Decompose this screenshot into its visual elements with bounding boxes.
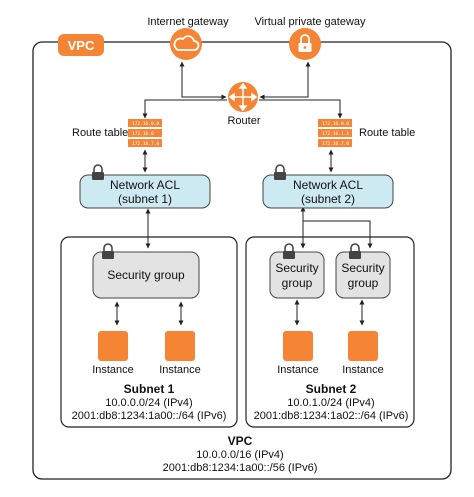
subnet-2-ipv4: 10.0.1.0/24 (IPv4): [287, 397, 374, 409]
instance-subnet-2-b[interactable]: Instance: [342, 331, 384, 376]
vpc-title: VPC: [228, 434, 253, 448]
lock-icon: [349, 243, 361, 259]
connector-lines: [114, 61, 373, 326]
security-group-label: Security: [275, 261, 318, 275]
subnet-2-container: [245, 236, 415, 428]
route-table-right-row: 172.16.1.1: [322, 131, 349, 137]
instance-label: Instance: [277, 364, 319, 376]
route-table-right-row: 172.16.7.0: [322, 141, 349, 147]
subnet-2-title: Subnet 2: [306, 382, 357, 396]
network-acl-subnet-1[interactable]: Network ACL (subnet 1): [79, 174, 211, 209]
instance-label: Instance: [159, 364, 201, 376]
network-acl-subnet-2[interactable]: Network ACL (subnet 2): [262, 174, 394, 209]
network-acl-2-subtitle: (subnet 2): [301, 192, 355, 206]
lock-icon: [102, 243, 114, 259]
subnet-1-ipv4: 10.0.0.0/24 (IPv4): [105, 397, 192, 409]
route-table-left[interactable]: 172.16.0.0 172.16.0 172.16.7.0: [128, 119, 162, 147]
router-label: Router: [227, 115, 260, 127]
virtual-private-gateway[interactable]: [289, 28, 321, 60]
subnet-1-container: [60, 236, 238, 428]
lock-icon: [274, 164, 286, 180]
route-table-left-row: 172.16.0: [132, 131, 154, 137]
cloud-icon: [173, 35, 200, 51]
security-group-label: Security group: [107, 268, 185, 282]
network-acl-2-title: Network ACL: [293, 178, 363, 192]
virtual-private-gateway-label: Virtual private gateway: [254, 16, 366, 28]
instance-subnet-1-a[interactable]: Instance: [92, 331, 134, 376]
vpc-badge-label: VPC: [68, 38, 95, 53]
route-table-left-label: Route table: [72, 127, 128, 139]
internet-gateway-label: Internet gateway: [147, 16, 229, 28]
security-group-label: group: [282, 276, 313, 290]
router[interactable]: [228, 82, 258, 112]
network-acl-1-subtitle: (subnet 1): [118, 192, 172, 206]
instance-subnet-2-a[interactable]: Instance: [277, 331, 319, 376]
vpc-ipv4: 10.0.0.0/16 (IPv4): [196, 449, 283, 461]
route-table-right-label: Route table: [359, 127, 415, 139]
lock-icon: [283, 243, 295, 259]
route-table-right[interactable]: 172.16.0.0 172.16.1.1 172.16.7.0: [318, 119, 352, 147]
subnet-1-title: Subnet 1: [124, 382, 175, 396]
vpc-ipv6: 2001:db8:1234:1a00::/56 (IPv6): [163, 462, 318, 474]
security-group-subnet-1[interactable]: Security group: [92, 251, 200, 299]
instance-label: Instance: [92, 364, 134, 376]
router-icon: [228, 82, 258, 112]
security-group-subnet-2-b[interactable]: Security group: [335, 251, 391, 299]
security-group-label: group: [348, 276, 379, 290]
route-table-right-row: 172.16.0.0: [322, 121, 349, 127]
vpc-container: [32, 41, 452, 480]
route-table-left-row: 172.16.0.0: [132, 121, 159, 127]
vpc-badge: VPC: [58, 34, 104, 56]
network-acl-1-title: Network ACL: [110, 178, 180, 192]
instance-label: Instance: [342, 364, 384, 376]
lock-icon: [92, 164, 104, 180]
subnet-1-ipv6: 2001:db8:1234:1a00::/64 (IPv6): [72, 410, 227, 422]
route-table-left-row: 172.16.7.0: [132, 141, 159, 147]
security-group-subnet-2-a[interactable]: Security group: [269, 251, 325, 299]
instance-subnet-1-b[interactable]: Instance: [159, 331, 201, 376]
lock-icon: [298, 34, 312, 52]
subnet-2-ipv6: 2001:db8:1234:1a02::/64 (IPv6): [254, 410, 409, 422]
internet-gateway[interactable]: [170, 28, 202, 60]
security-group-label: Security: [341, 261, 384, 275]
